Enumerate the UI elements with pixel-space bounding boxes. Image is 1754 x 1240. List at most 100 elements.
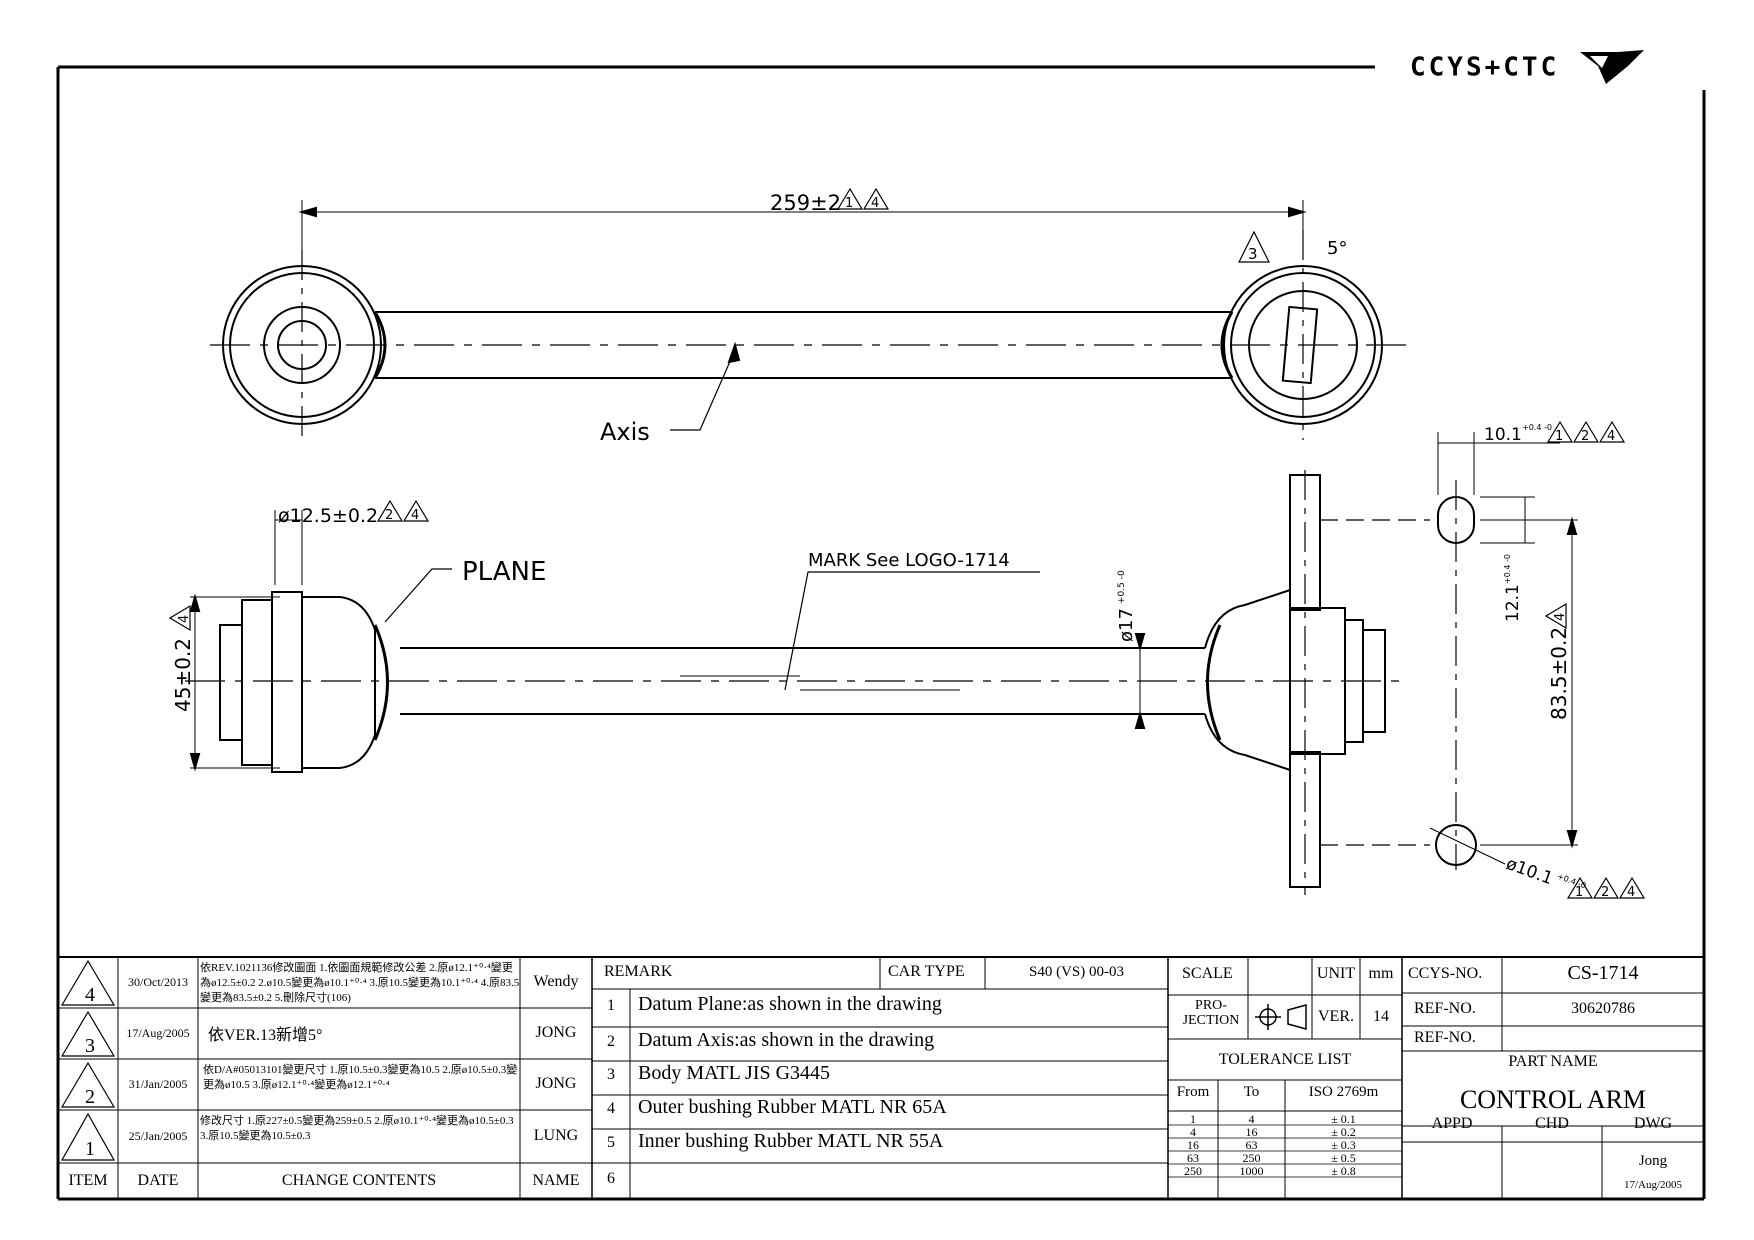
rev-contents-4: 依REV.1021136修改圖面 1.依圖面規範修改公差 2.原ø12.1⁺⁰·… xyxy=(200,962,520,1004)
remark-text-1: Datum Plane:as shown in the drawing xyxy=(638,993,942,1015)
tol-from-4: 63 xyxy=(1187,1151,1199,1165)
slot-width-dim: 10.1 xyxy=(1484,425,1522,445)
tol-to-5: 1000 xyxy=(1239,1164,1264,1178)
rev-contents-3: 依VER.13新增5° xyxy=(208,1027,323,1044)
ref-no-value-1: 30620786 xyxy=(1571,1000,1635,1017)
rev-header-item: ITEM xyxy=(68,1172,108,1189)
dwg-label: DWG xyxy=(1633,1115,1673,1132)
dwg-date: 17/Aug/2005 xyxy=(1623,1179,1683,1191)
title-block-grid xyxy=(58,956,1704,1199)
hole2-dia-revs: 1 2 4 xyxy=(1566,876,1646,900)
svg-text:12.1: 12.1 xyxy=(1503,584,1523,622)
slot-height-dim: 12.1 +0.4 -0 xyxy=(1503,554,1523,622)
axis-label: Axis xyxy=(600,418,650,446)
rev-date-3: 17/Aug/2005 xyxy=(126,1026,190,1040)
svg-text:4: 4 xyxy=(871,196,879,211)
rev-name-3: JONG xyxy=(535,1024,577,1041)
tolerance-title: TOLERANCE LIST xyxy=(1218,1051,1352,1068)
svg-text:4: 4 xyxy=(1627,885,1635,900)
ref-no-label-1: REF-NO. xyxy=(1414,1000,1476,1017)
tol-from-5: 250 xyxy=(1184,1164,1202,1178)
projection-icon xyxy=(1255,1004,1307,1030)
rev-triangle-4b: 4 xyxy=(402,499,430,523)
rev-name-4: Wendy xyxy=(533,973,579,990)
ver-label: VER. xyxy=(1318,1008,1354,1025)
tol-iso-3: ± 0.3 xyxy=(1331,1138,1356,1152)
svg-text:83.5±0.2: 83.5±0.2 xyxy=(1547,627,1571,720)
rev-triangle-4: 4 xyxy=(862,187,890,211)
angle-dim: 5° xyxy=(1327,238,1347,259)
tol-iso-2: ± 0.2 xyxy=(1331,1125,1356,1139)
ccys-no-label: CCYS-NO. xyxy=(1408,965,1483,982)
svg-text:4: 4 xyxy=(1553,613,1568,621)
side-view xyxy=(185,470,1400,895)
dwg-name: Jong xyxy=(1638,1153,1668,1169)
remark-text-5: Inner bushing Rubber MATL NR 55A xyxy=(638,1130,944,1152)
part-name-value: CONTROL ARM xyxy=(1459,1085,1647,1114)
tol-header-iso: ISO 2769m xyxy=(1308,1084,1379,1100)
remark-no-3: 3 xyxy=(607,1066,615,1083)
slot-width-tol: +0.4 -0 xyxy=(1522,423,1552,432)
rev-header-name: NAME xyxy=(532,1172,580,1189)
svg-text:45±0.2: 45±0.2 xyxy=(171,638,195,712)
rev-triangle-3: 3 xyxy=(1238,230,1270,263)
ccys-no-value: CS-1714 xyxy=(1567,962,1639,984)
title-block: 4 30/Oct/2013 依REV.1021136修改圖面 1.依圖面規範修改… xyxy=(58,957,1704,1199)
svg-text:+0.4 -0: +0.4 -0 xyxy=(1503,554,1512,584)
rev-triangle-1: 1 xyxy=(836,187,864,211)
hole-dia-dim: ø12.5±0.2 xyxy=(278,505,378,527)
svg-text:ø10.1: ø10.1 xyxy=(1503,854,1555,889)
tol-to-3: 63 xyxy=(1245,1138,1258,1152)
svg-text:2: 2 xyxy=(1581,429,1589,444)
wing-logo-icon xyxy=(1578,50,1648,84)
part-name-label: PART NAME xyxy=(1508,1053,1598,1070)
tol-header-from: From xyxy=(1176,1084,1210,1100)
svg-text:2: 2 xyxy=(385,508,393,523)
rev-item-1: 1 xyxy=(85,1138,95,1160)
projection-label: PRO-JECTION xyxy=(1182,998,1240,1028)
rev-item-3: 3 xyxy=(85,1035,95,1057)
remark-no-5: 5 xyxy=(607,1134,615,1151)
slot-width-revs: 1 2 4 xyxy=(1546,420,1626,444)
tol-from-2: 4 xyxy=(1190,1125,1196,1139)
svg-text:1: 1 xyxy=(845,196,853,211)
tol-to-2: 16 xyxy=(1245,1125,1258,1139)
rev-triangle-2: 2 xyxy=(376,499,404,523)
remark-no-1: 1 xyxy=(607,997,615,1014)
svg-text:4: 4 xyxy=(177,615,192,623)
remark-no-6: 6 xyxy=(607,1170,615,1187)
car-type-label: CAR TYPE xyxy=(888,963,965,980)
rev-header-date: DATE xyxy=(137,1172,179,1189)
car-type-value: S40 (VS) 00-03 xyxy=(1028,964,1124,980)
top-view xyxy=(210,200,1410,440)
remark-text-2: Datum Axis:as shown in the drawing xyxy=(638,1029,935,1051)
svg-text:4: 4 xyxy=(1607,429,1615,444)
end-view xyxy=(1320,432,1578,870)
rev-item-4: 4 xyxy=(85,984,95,1006)
scale-label: SCALE xyxy=(1182,965,1233,982)
appd-label: APPD xyxy=(1431,1115,1473,1132)
rev-date-4: 30/Oct/2013 xyxy=(128,975,188,989)
mark-label: MARK See LOGO-1714 xyxy=(808,550,1010,571)
tol-iso-1: ± 0.1 xyxy=(1331,1112,1356,1126)
ver-value: 14 xyxy=(1373,1008,1389,1025)
svg-text:2: 2 xyxy=(1601,885,1609,900)
svg-text:3: 3 xyxy=(1248,245,1258,263)
rev-name-2: JONG xyxy=(535,1075,577,1092)
tol-to-1: 4 xyxy=(1248,1112,1255,1126)
brand-logo: CCYS+CTC xyxy=(1410,48,1648,88)
remark-no-2: 2 xyxy=(607,1033,615,1050)
tol-iso-4: ± 0.5 xyxy=(1331,1151,1356,1165)
svg-text:+0.5 -0: +0.5 -0 xyxy=(1117,570,1127,604)
unit-label: UNIT xyxy=(1316,965,1356,982)
chd-label: CHD xyxy=(1535,1115,1569,1132)
ref-no-label-2: REF-NO. xyxy=(1414,1029,1476,1046)
svg-text:1: 1 xyxy=(1555,429,1563,444)
tol-from-1: 1 xyxy=(1190,1112,1196,1126)
rev-date-2: 31/Jan/2005 xyxy=(128,1077,188,1091)
remark-text-4: Outer bushing Rubber MATL NR 65A xyxy=(638,1096,947,1118)
center-dist-dim: 83.5±0.2 4 xyxy=(1544,602,1571,720)
remark-text-3: Body MATL JIS G3445 xyxy=(638,1062,831,1084)
body-dia-dim: ø17 +0.5 -0 xyxy=(1116,570,1137,642)
